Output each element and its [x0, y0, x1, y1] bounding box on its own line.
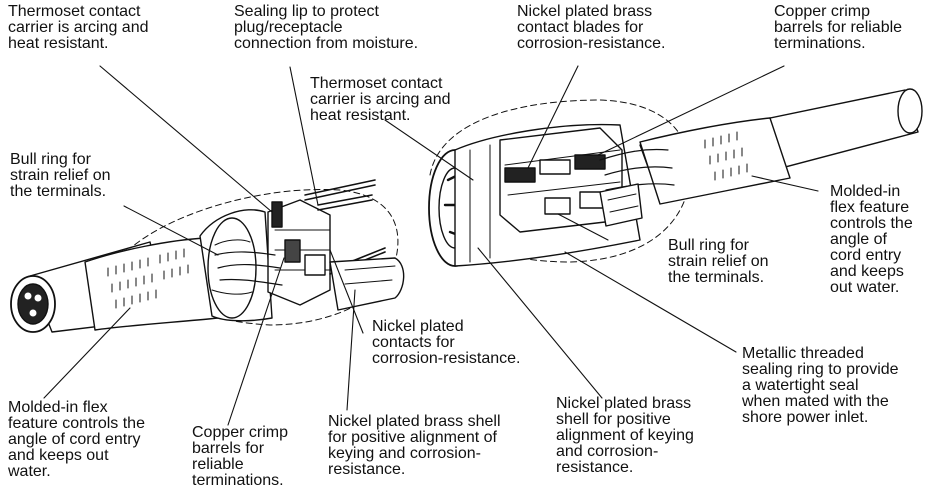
- receptacle-crimp-barrels: [599, 183, 643, 227]
- plug-wires: [214, 251, 283, 286]
- callout-metallic-sealing-ring: Metallic threaded sealing ring to provid…: [742, 345, 899, 426]
- plug-connector-drawing: [10, 179, 405, 333]
- callout-bull-ring-plug: Bull ring for strain relief on the termi…: [10, 151, 111, 200]
- leader-lines: [43, 65, 819, 426]
- callout-contact-blades: Nickel plated brass contact blades for c…: [517, 3, 666, 52]
- callout-flex-feature-plug: Molded-in flex feature controls the angl…: [8, 399, 145, 480]
- callout-nickel-contacts: Nickel plated contacts for corrosion-res…: [372, 318, 521, 367]
- callout-crimp-barrels-receptacle: Copper crimp barrels for reliable termin…: [774, 3, 903, 52]
- receptacle-flex-ribs: [704, 131, 748, 181]
- callout-thermoset-carrier-receptacle: Thermoset contact carrier is arcing and …: [310, 75, 451, 124]
- callout-thermoset-carrier-plug: Thermoset contact carrier is arcing and …: [8, 3, 149, 52]
- callout-bull-ring-receptacle: Bull ring for strain relief on the termi…: [668, 237, 769, 286]
- callout-flex-feature-receptacle: Molded-in flex feature controls the angl…: [830, 183, 913, 296]
- callout-sealing-lip: Sealing lip to protect plug/receptacle c…: [234, 3, 419, 52]
- receptacle-connector-drawing: [428, 88, 923, 267]
- plug-flex-sleeve: [84, 237, 219, 331]
- callout-brass-shell-receptacle: Nickel plated brass shell for positive a…: [556, 395, 694, 476]
- callout-crimp-barrels-plug: Copper crimp barrels for reliable termin…: [192, 424, 289, 489]
- receptacle-flex-sleeve: [639, 117, 791, 205]
- callout-brass-shell-plug: Nickel plated brass shell for positive a…: [328, 413, 501, 478]
- plug-flex-ribs: [107, 248, 189, 309]
- receptacle-cord-end: [897, 88, 923, 134]
